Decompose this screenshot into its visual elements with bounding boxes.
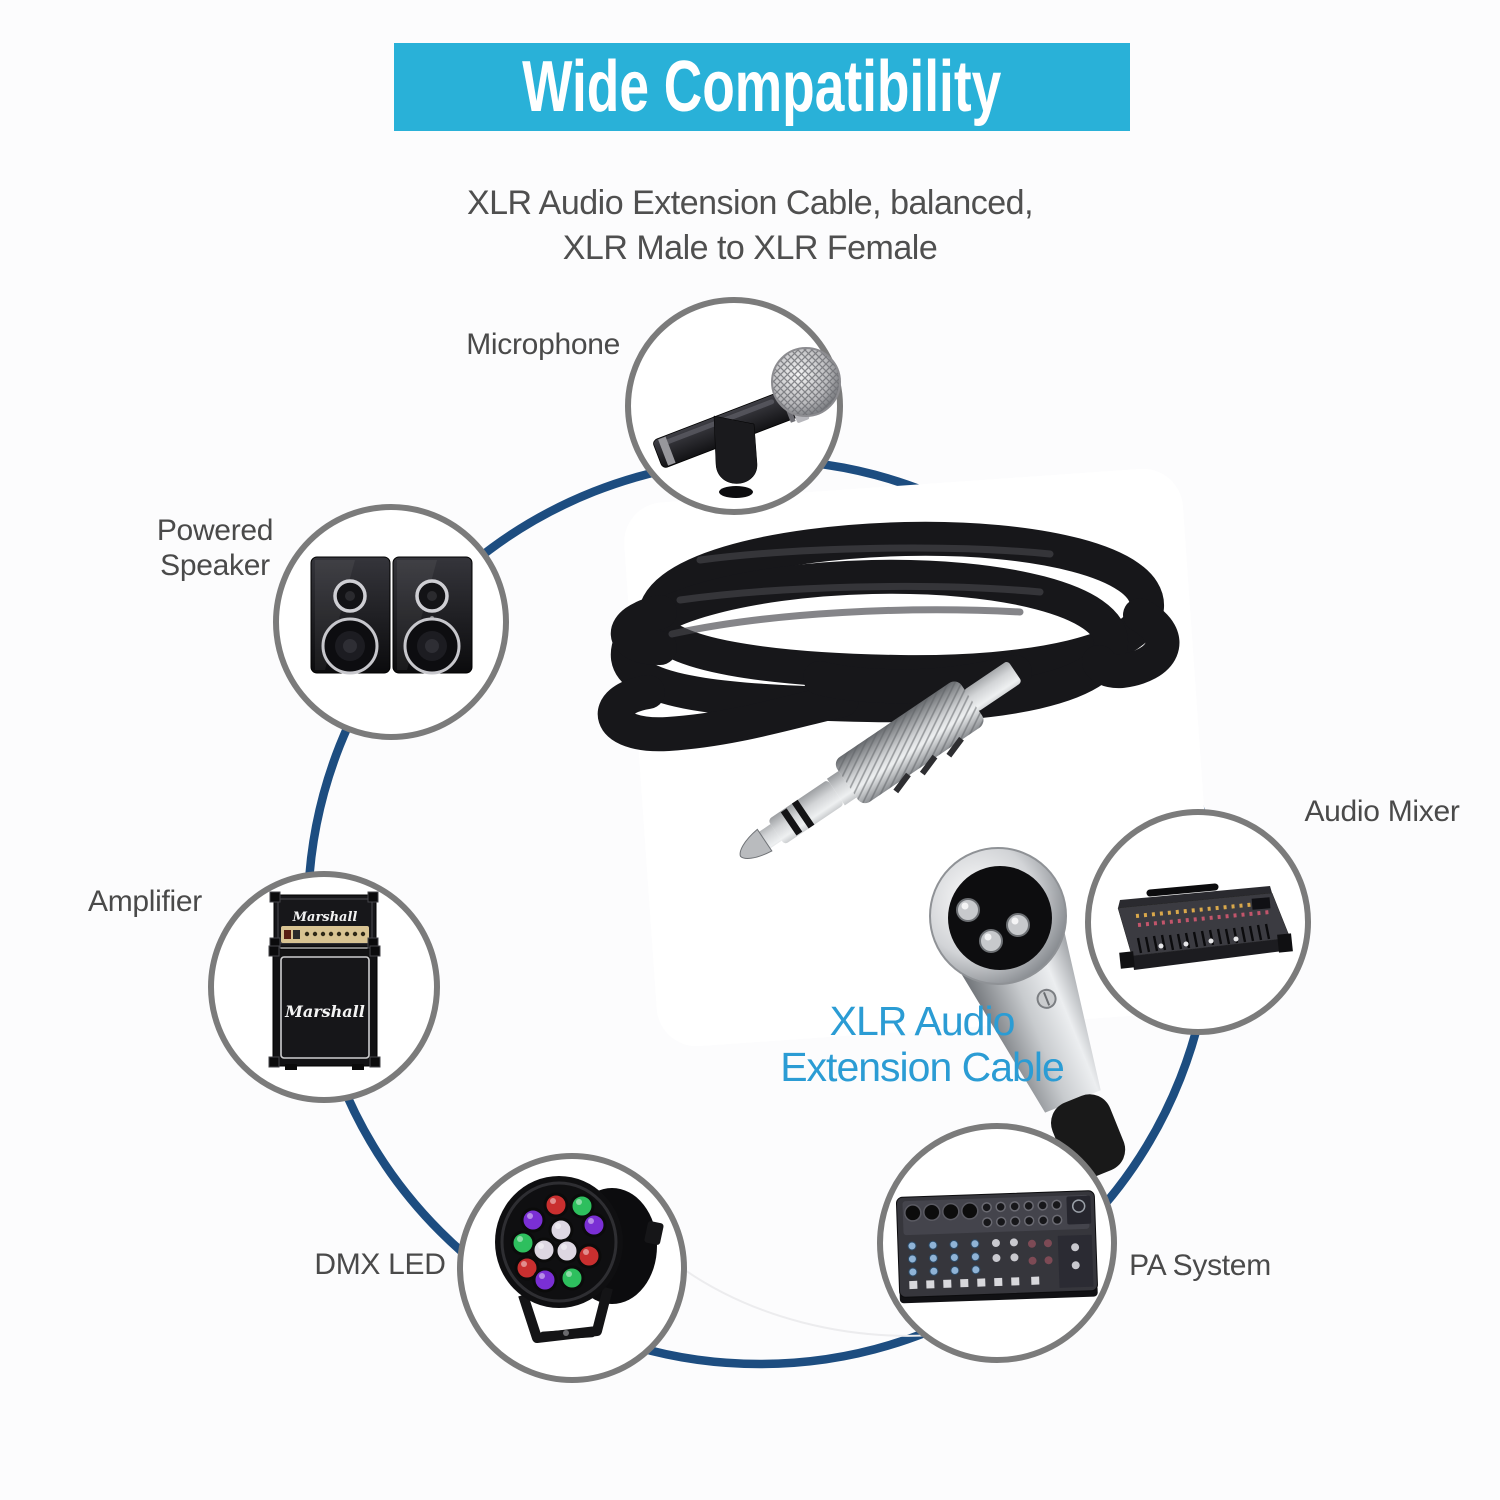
label-pa-system: PA System [1129, 1249, 1271, 1282]
dmx-led-lenses [510, 1192, 607, 1293]
pa-red-knobs [1027, 1239, 1053, 1265]
mic-clip [713, 415, 758, 484]
trs-ferrule [964, 662, 1021, 711]
mixer-fader-caps [1158, 936, 1239, 949]
label-powered-speaker: Powered Speaker [115, 513, 315, 583]
subtitle-line-2: XLR Male to XLR Female [562, 229, 938, 267]
amplifier-icon: Marshall Marshall [268, 891, 381, 1070]
trs-tip [739, 828, 773, 859]
powered-speaker-icon [310, 556, 473, 675]
label-powered-speaker-line-2: Speaker [160, 549, 270, 582]
xlr-face-insert [948, 866, 1052, 970]
label-microphone: Microphone [466, 328, 620, 361]
center-caption-line-2: Extension Cable [780, 1044, 1065, 1090]
mic-clip-base [719, 486, 753, 498]
label-dmx-led: DMX LED [314, 1248, 446, 1281]
mixer-fader-slots [1136, 923, 1271, 954]
trs-collar [826, 770, 857, 806]
trs-insulator-ring-2 [780, 808, 803, 836]
trs-neck [758, 824, 782, 849]
banner: Wide Compatibility [394, 43, 1130, 131]
page-title: Wide Compatibility [522, 47, 1002, 127]
amp-cab-logo: Marshall [284, 1002, 365, 1021]
audio-mixer-icon [1117, 883, 1293, 970]
mixer-led-row-yellow [1135, 901, 1269, 918]
pa-fader-buttons [909, 1276, 1040, 1290]
trs-chevrons [893, 736, 964, 794]
subtitle-line-1: XLR Audio Extension Cable, balanced, [466, 184, 1034, 222]
xlr-cable-photo [597, 521, 1180, 1179]
xlr-pins [956, 898, 1030, 953]
amp-head-logo: Marshall [292, 910, 358, 925]
subtitle: XLR Audio Extension Cable, balanced, XLR… [300, 181, 1200, 271]
center-caption-line-1: XLR Audio [829, 998, 1016, 1044]
pa-jack-inputs [981, 1199, 1063, 1228]
xlr-screw-slot [1043, 991, 1051, 1006]
center-caption: XLR Audio Extension Cable [722, 998, 1122, 1090]
amp-corner-caps [268, 891, 381, 1068]
strand-to-xlr [1082, 598, 1180, 689]
trs-jack-icon [739, 662, 1021, 859]
cable-coil-highlights [668, 544, 1054, 638]
trs-knurl-texture [835, 681, 984, 804]
dmx-led-icon [495, 1176, 664, 1343]
pa-xlr-inputs [904, 1202, 979, 1222]
trs-shaft [769, 781, 843, 844]
mixer-led-row-red [1137, 910, 1271, 927]
trs-insulator-ring-1 [791, 799, 815, 829]
pa-gray-knobs [991, 1238, 1019, 1263]
label-amplifier: Amplifier [88, 885, 202, 918]
pa-eq-knobs [907, 1239, 981, 1277]
label-powered-speaker-line-1: Powered [156, 514, 274, 547]
microphone-icon [653, 347, 841, 498]
pa-system-icon [895, 1190, 1098, 1304]
label-audio-mixer: Audio Mixer [1304, 795, 1460, 828]
